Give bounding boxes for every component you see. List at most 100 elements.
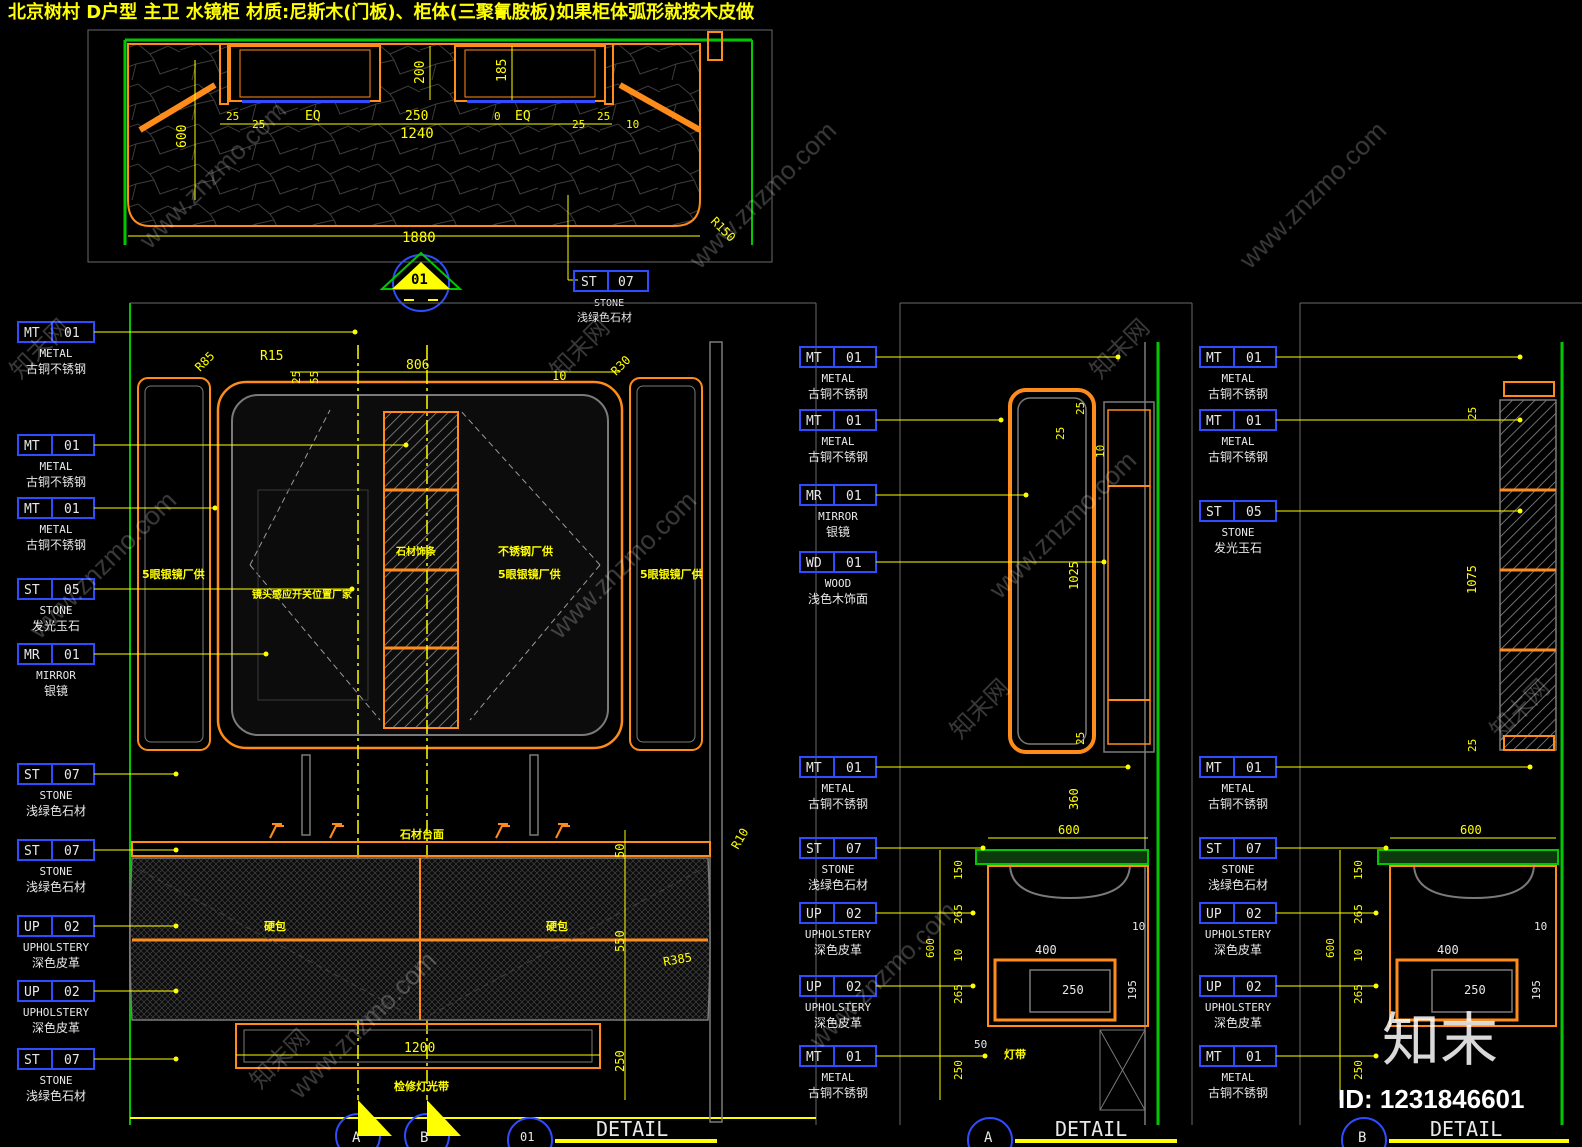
svg-text:A: A <box>984 1130 993 1146</box>
plan-dim-25-b: 25 <box>252 118 265 131</box>
sa-dim-25-bottom: 25 <box>1074 732 1087 745</box>
elev-detail-marker: 01 DETAIL <box>507 1117 717 1147</box>
sa-dim-25-top-a: 25 <box>1074 402 1087 415</box>
sb-dim-150: 150 <box>1352 860 1365 880</box>
svg-text:B: B <box>420 1130 428 1146</box>
tag-number: 02 <box>64 920 80 935</box>
svg-text:07: 07 <box>618 275 634 290</box>
sb-dim-250-width: 250 <box>1464 983 1486 997</box>
drawing-title: 北京树村 D户型 主卫 水镜柜 材质:尼斯木(门板)、柜体(三聚氰胺板)如果柜体… <box>8 1 755 23</box>
sa-dim-150: 150 <box>952 860 965 880</box>
plan-dim-width-total: 1880 <box>402 230 436 246</box>
tag-material-cn: 深色皮革 <box>814 1016 862 1030</box>
tag-code: MT <box>1206 1050 1222 1065</box>
note-mirror-switch: 镜头感应开关位置厂家 <box>252 588 353 601</box>
tag-material-cn: 古铜不锈钢 <box>1208 796 1268 811</box>
plan-dim-185: 185 <box>495 59 510 82</box>
tag-material-en: UPHOLSTERY <box>1205 928 1272 941</box>
tag-material-en: STONE <box>39 604 72 617</box>
sa-dim-250: 250 <box>952 1060 965 1080</box>
plan-dim-25-a: 25 <box>226 110 239 123</box>
elev-dim-50: 50 <box>613 844 627 858</box>
note-shelf: 石材饰条 <box>395 545 437 558</box>
tag-material-cn: 深色皮革 <box>32 1021 80 1035</box>
tag-material-en: UPHOLSTERY <box>805 1001 872 1014</box>
tag-material-en: UPHOLSTERY <box>23 941 90 954</box>
plan-view: 1880 1240 600 200 185 250 EQ EQ 25 25 25… <box>87 29 773 324</box>
plan-dim-25-d: 25 <box>597 110 610 123</box>
sa-dim-25-top-b: 25 <box>1054 427 1067 440</box>
svg-text:www.znzmo.com: www.znzmo.com <box>682 115 842 275</box>
svg-text:www.znzmo.com: www.znzmo.com <box>22 485 182 645</box>
tag-material-en: MIRROR <box>36 669 76 682</box>
plan-material-tag: ST 07 STONE 浅绿色石材 <box>573 270 649 324</box>
svg-text:知末网: 知末网 <box>944 674 1015 745</box>
svg-text:ST: ST <box>581 275 597 290</box>
tag-material-en: METAL <box>821 1071 854 1084</box>
tag-material-cn: 古铜不锈钢 <box>26 361 86 376</box>
elev-marker-b: B <box>404 1100 461 1147</box>
sa-dim-10-c: 10 <box>1094 445 1107 458</box>
tag-number: 02 <box>64 985 80 1000</box>
tag-material-en: UPHOLSTERY <box>1205 1001 1272 1014</box>
tag-material-en: WOOD <box>825 577 852 590</box>
tag-material-en: METAL <box>821 435 854 448</box>
plan-dim-10: 10 <box>626 118 639 131</box>
tag-number: 01 <box>846 351 862 366</box>
plan-dim-depth: 600 <box>175 125 190 148</box>
sb-dim-250: 250 <box>1352 1060 1365 1080</box>
tag-code: MT <box>1206 414 1222 429</box>
tag-material-cn: 古铜不锈钢 <box>1208 1085 1268 1100</box>
elev-dim-250: 250 <box>613 1050 627 1072</box>
elev-dim-806: 806 <box>406 358 429 373</box>
svg-text:A: A <box>352 1130 361 1146</box>
elev-dim-r385: R385 <box>662 950 693 969</box>
tag-number: 07 <box>846 842 862 857</box>
tag-material-en: METAL <box>821 372 854 385</box>
section-b-marker: B DETAIL <box>1341 1117 1569 1147</box>
sa-dim-10-b: 10 <box>1132 920 1145 933</box>
tag-material-cn: 浅绿色石材 <box>26 1088 86 1103</box>
elev-dim-r15: R15 <box>260 349 283 364</box>
tag-material-cn: 浅绿色石材 <box>26 879 86 894</box>
sa-dim-400: 400 <box>1035 943 1057 957</box>
elev-detail-label: DETAIL <box>596 1117 668 1141</box>
tag-material-cn: 银镜 <box>826 524 850 539</box>
tag-material-cn: 浅色木饰面 <box>808 592 868 606</box>
tag-number: 01 <box>64 502 80 517</box>
tag-number: 07 <box>64 1053 80 1068</box>
plan-dim-width-inner: 1240 <box>400 126 434 142</box>
plan-dim-250: 250 <box>405 109 428 124</box>
tag-number: 01 <box>846 414 862 429</box>
sb-dim-265-b: 265 <box>1352 984 1365 1004</box>
section-a-marker: A DETAIL <box>967 1117 1177 1147</box>
tag-code: MT <box>806 761 822 776</box>
tag-code: UP <box>806 980 822 995</box>
tag-material-cn: 浅绿色石材 <box>808 877 868 892</box>
tag-code: MR <box>24 648 40 663</box>
note-soft-right: 硬包 <box>546 919 568 933</box>
tag-material-cn: 古铜不锈钢 <box>1208 449 1268 464</box>
note-led-center: 5眼银镜厂供 <box>498 567 561 581</box>
note-led-left: 5眼银镜厂供 <box>142 567 205 581</box>
tag-number: 01 <box>64 439 80 454</box>
svg-text:B: B <box>1358 1130 1366 1146</box>
sa-note-led: 灯带 <box>1004 1047 1026 1061</box>
